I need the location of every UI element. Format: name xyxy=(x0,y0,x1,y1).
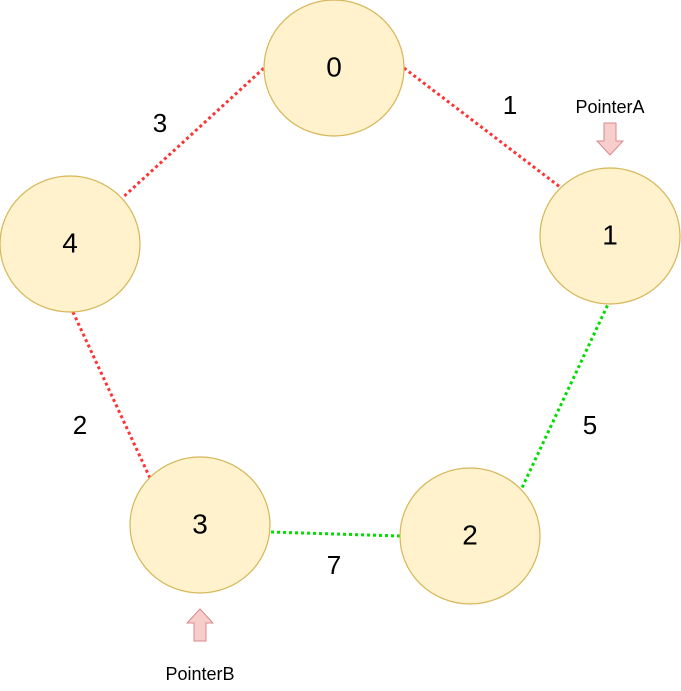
node-circle-1 xyxy=(539,167,681,305)
edge-2-3 xyxy=(269,530,401,538)
node-circle-0 xyxy=(263,0,405,137)
edge-4-0 xyxy=(118,66,266,202)
node-label-1: 1 xyxy=(602,219,618,250)
node-circle-2 xyxy=(399,467,541,605)
pointer-label-pointerb: PointerB xyxy=(165,664,234,684)
edge-3-4 xyxy=(70,309,152,479)
node-label-2: 2 xyxy=(462,519,478,550)
nodes-layer: 0 1 2 3 4 xyxy=(0,0,681,605)
node-label-4: 4 xyxy=(62,227,78,258)
edge-weight-4-0: 3 xyxy=(153,108,167,138)
edge-0-1 xyxy=(403,66,561,189)
pointer-label-pointera: PointerA xyxy=(575,97,644,117)
pointers-layer: PointerA PointerB xyxy=(165,97,644,684)
node-4: 4 xyxy=(0,175,141,313)
node-label-3: 3 xyxy=(192,508,208,539)
node-circle-4 xyxy=(0,175,141,313)
arrow-up-icon xyxy=(185,608,215,642)
node-1: 1 xyxy=(539,167,681,305)
node-2: 2 xyxy=(399,467,541,605)
edge-weight-1-2: 5 xyxy=(583,410,597,440)
weights-layer: 1 5 7 2 3 xyxy=(73,90,597,580)
edges-layer xyxy=(70,66,612,538)
node-circle-3 xyxy=(129,456,271,594)
edge-weight-3-4: 2 xyxy=(73,410,87,440)
edge-weight-0-1: 1 xyxy=(503,90,517,120)
edge-weight-2-3: 7 xyxy=(327,550,341,580)
node-label-0: 0 xyxy=(326,51,342,82)
arrow-down-icon xyxy=(595,122,625,156)
node-3: 3 xyxy=(129,456,271,594)
node-0: 0 xyxy=(263,0,405,137)
edge-1-2 xyxy=(519,299,612,491)
